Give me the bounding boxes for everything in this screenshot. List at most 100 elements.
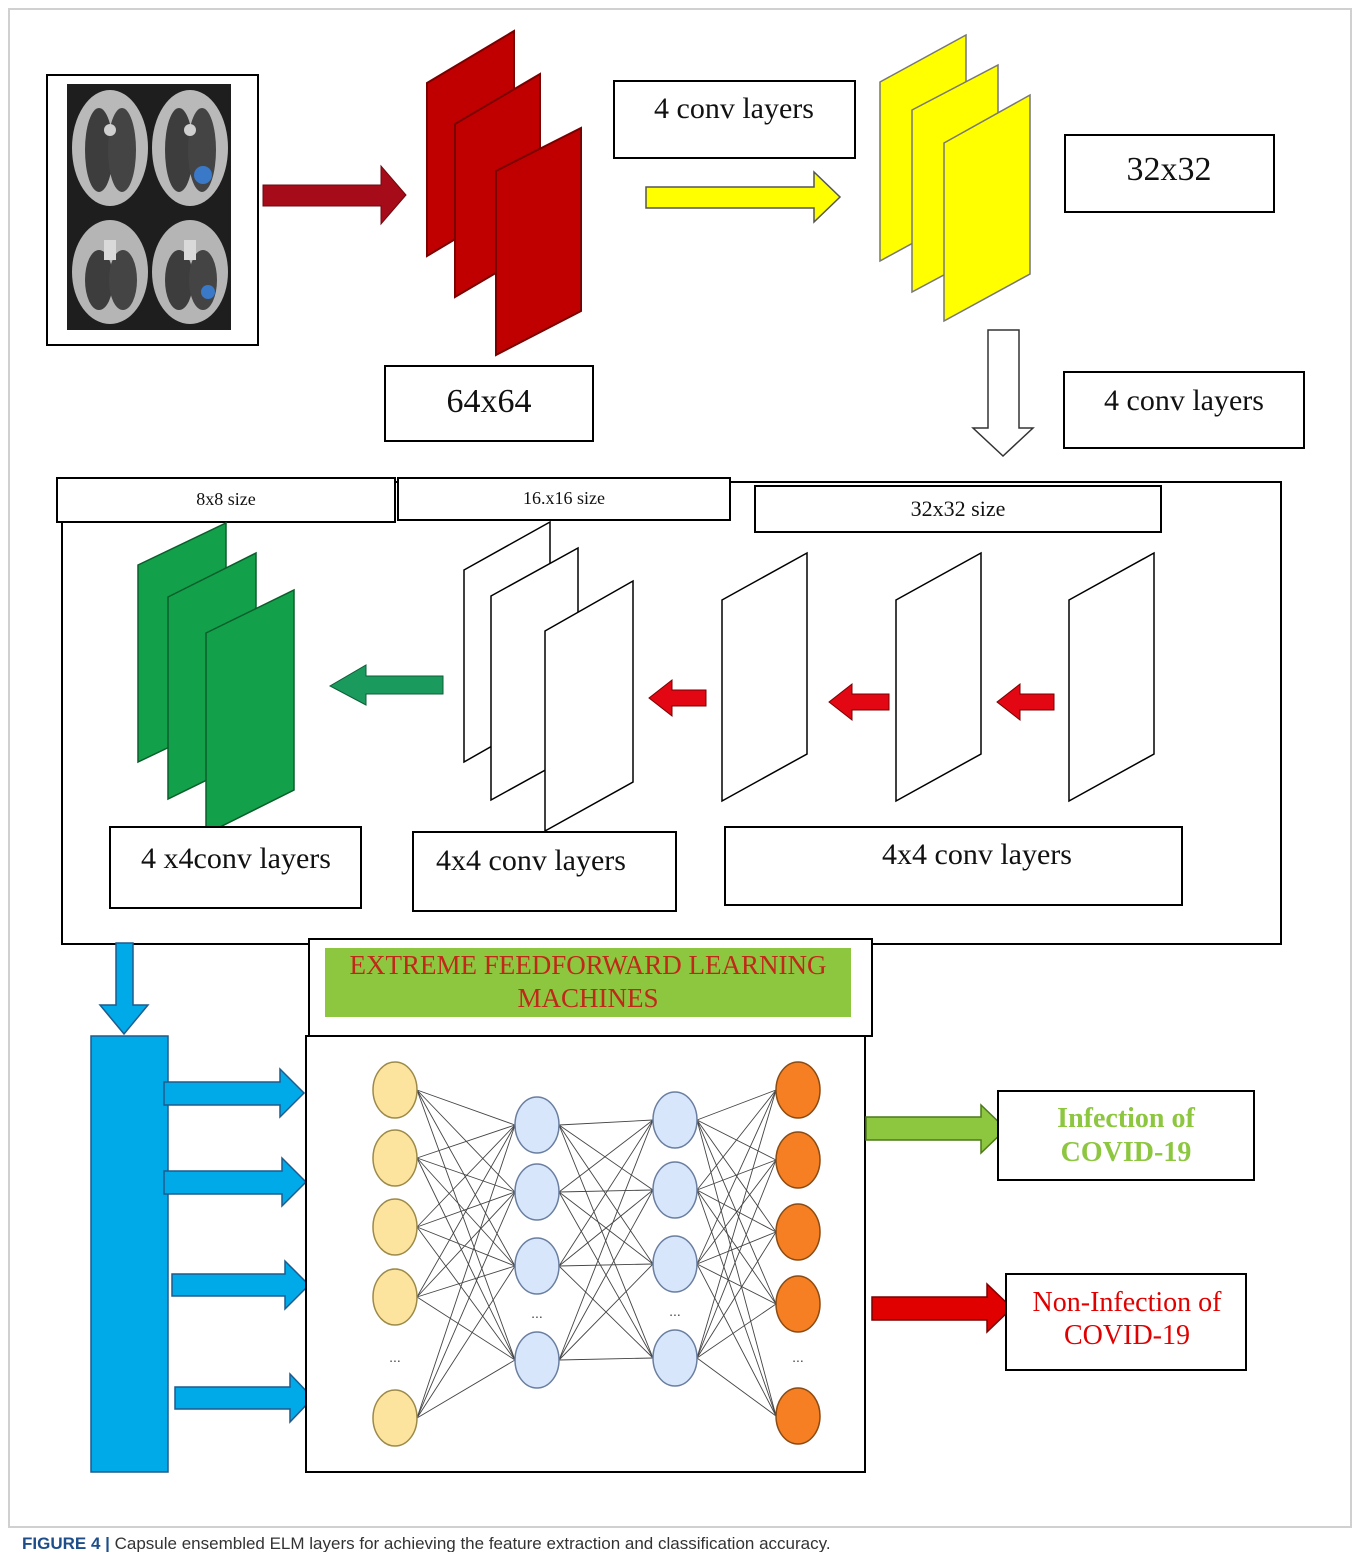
white-feature-map-32-c [1068,551,1155,803]
nn-edge [558,1119,654,1193]
ct-scan-input [46,74,259,346]
output-noninfection-line2: COVID-19 [1064,1320,1190,1351]
nn-edge [696,1159,777,1359]
hidden-node [514,1237,560,1295]
arrow-right-blue-1 [163,1067,306,1119]
nn-edge [558,1124,654,1359]
label-box-bottom-right: 4x4 conv layers [724,826,1183,906]
nn-edge [696,1303,777,1359]
figure-caption-label: FIGURE 4 | [22,1534,110,1552]
nn-edge [696,1189,777,1305]
nn-edge [416,1089,516,1361]
input-node [372,1061,418,1119]
label-box-bottom-left: 4 x4conv layers [109,826,362,909]
svg-text:4x4 conv layers: 4x4 conv layers [436,844,626,877]
label-box-32x32: 32x32 [1064,134,1275,213]
nn-edge [416,1296,516,1361]
ellipsis-hidden-layer-2: ... [669,1303,681,1319]
nn-edge [558,1189,654,1193]
nn-edge [416,1157,516,1193]
arrow-right-yellow [645,170,842,224]
elm-title-banner [325,948,851,1017]
label-box-bottom-mid: 4x4 conv layers [412,831,677,912]
yellow-feature-maps [879,33,1031,323]
hidden-node [652,1329,698,1387]
white-feature-maps-16 [463,520,634,833]
input-node [372,1198,418,1256]
nn-edge [696,1357,777,1417]
svg-text:32x32 size: 32x32 size [911,496,1006,521]
arrow-left-red-2 [828,682,890,722]
nn-edge [558,1119,654,1126]
red-feature-maps [426,29,582,357]
nn-edge [696,1231,777,1359]
nn-edge [696,1263,777,1305]
ellipsis-hidden-layer-1: ... [531,1305,543,1321]
output-infection-line1: Infection of [1057,1103,1195,1134]
nn-edge [416,1157,516,1267]
hidden-node [652,1235,698,1293]
nn-edge [696,1189,777,1417]
svg-text:4x4 conv layers: 4x4 conv layers [882,838,1072,871]
hidden-node [514,1331,560,1389]
nn-edge [416,1191,516,1298]
nn-edge [416,1265,516,1298]
figure-caption-text: Capsule ensembled ELM layers for achievi… [110,1534,831,1552]
arrow-left-green [328,664,444,706]
output-node [775,1275,821,1333]
nn-edge [416,1226,516,1267]
arrow-down-white [971,329,1035,458]
label-box-right-conv: 4 conv layers [1063,371,1305,449]
elm-title-box: EXTREME FEEDFORWARD LEARNING MACHINES [308,938,873,1037]
header-32x32: 32x32 size [754,485,1162,533]
input-node [372,1129,418,1187]
output-node [775,1131,821,1189]
nn-edge [558,1119,654,1361]
hidden-node [514,1163,560,1221]
hidden-node [652,1161,698,1219]
nn-edge [416,1089,516,1126]
figure-border [8,8,1352,1528]
elm-title-line1: EXTREME FEEDFORWARD LEARNING [350,950,827,980]
output-node [775,1061,821,1119]
header-8x8: 8x8 size [56,477,396,523]
arrow-right-blue-2 [163,1156,308,1208]
ct-slice-bottom-right [152,220,228,324]
hidden-node [514,1096,560,1154]
nn-edge [558,1124,654,1265]
output-noninfection-line1: Non-Infection of [1033,1287,1223,1318]
nn-edge [558,1263,654,1361]
ct-slice-top-right [152,90,228,206]
nn-edge [558,1357,654,1361]
arrow-right-red-output [871,1282,1014,1334]
nn-edge [416,1191,516,1228]
nn-edge [416,1124,516,1419]
input-node [372,1268,418,1326]
output-infection-box: Infection of COVID-19 [997,1090,1255,1181]
nn-edge [696,1089,777,1121]
nn-edge [558,1124,654,1191]
label-32x32: 32x32 [1127,151,1212,188]
nn-edge [696,1089,777,1359]
arrow-left-red-1 [648,678,707,718]
nn-edge [696,1089,777,1265]
ellipsis-input-layer: ... [389,1349,401,1365]
white-feature-map-32-a [721,551,808,803]
figure-caption: FIGURE 4 | Capsule ensembled ELM layers … [22,1534,831,1552]
output-node [775,1387,821,1445]
nn-edge [558,1189,654,1361]
hidden-node [652,1091,698,1149]
arrow-right-red [262,164,407,226]
nn-edge [696,1263,777,1417]
label-box-64x64: 64x64 [384,365,594,442]
neural-network-edges [416,1089,777,1419]
nn-edge [696,1119,777,1417]
arrow-right-blue-4 [174,1372,315,1424]
svg-text:8x8 size: 8x8 size [196,489,255,509]
nn-edge [696,1159,777,1265]
svg-text:16.x16 size: 16.x16 size [523,488,605,508]
nn-edge [416,1124,516,1159]
ct-slice-top-left [72,90,148,206]
arrow-right-blue-3 [171,1259,311,1311]
